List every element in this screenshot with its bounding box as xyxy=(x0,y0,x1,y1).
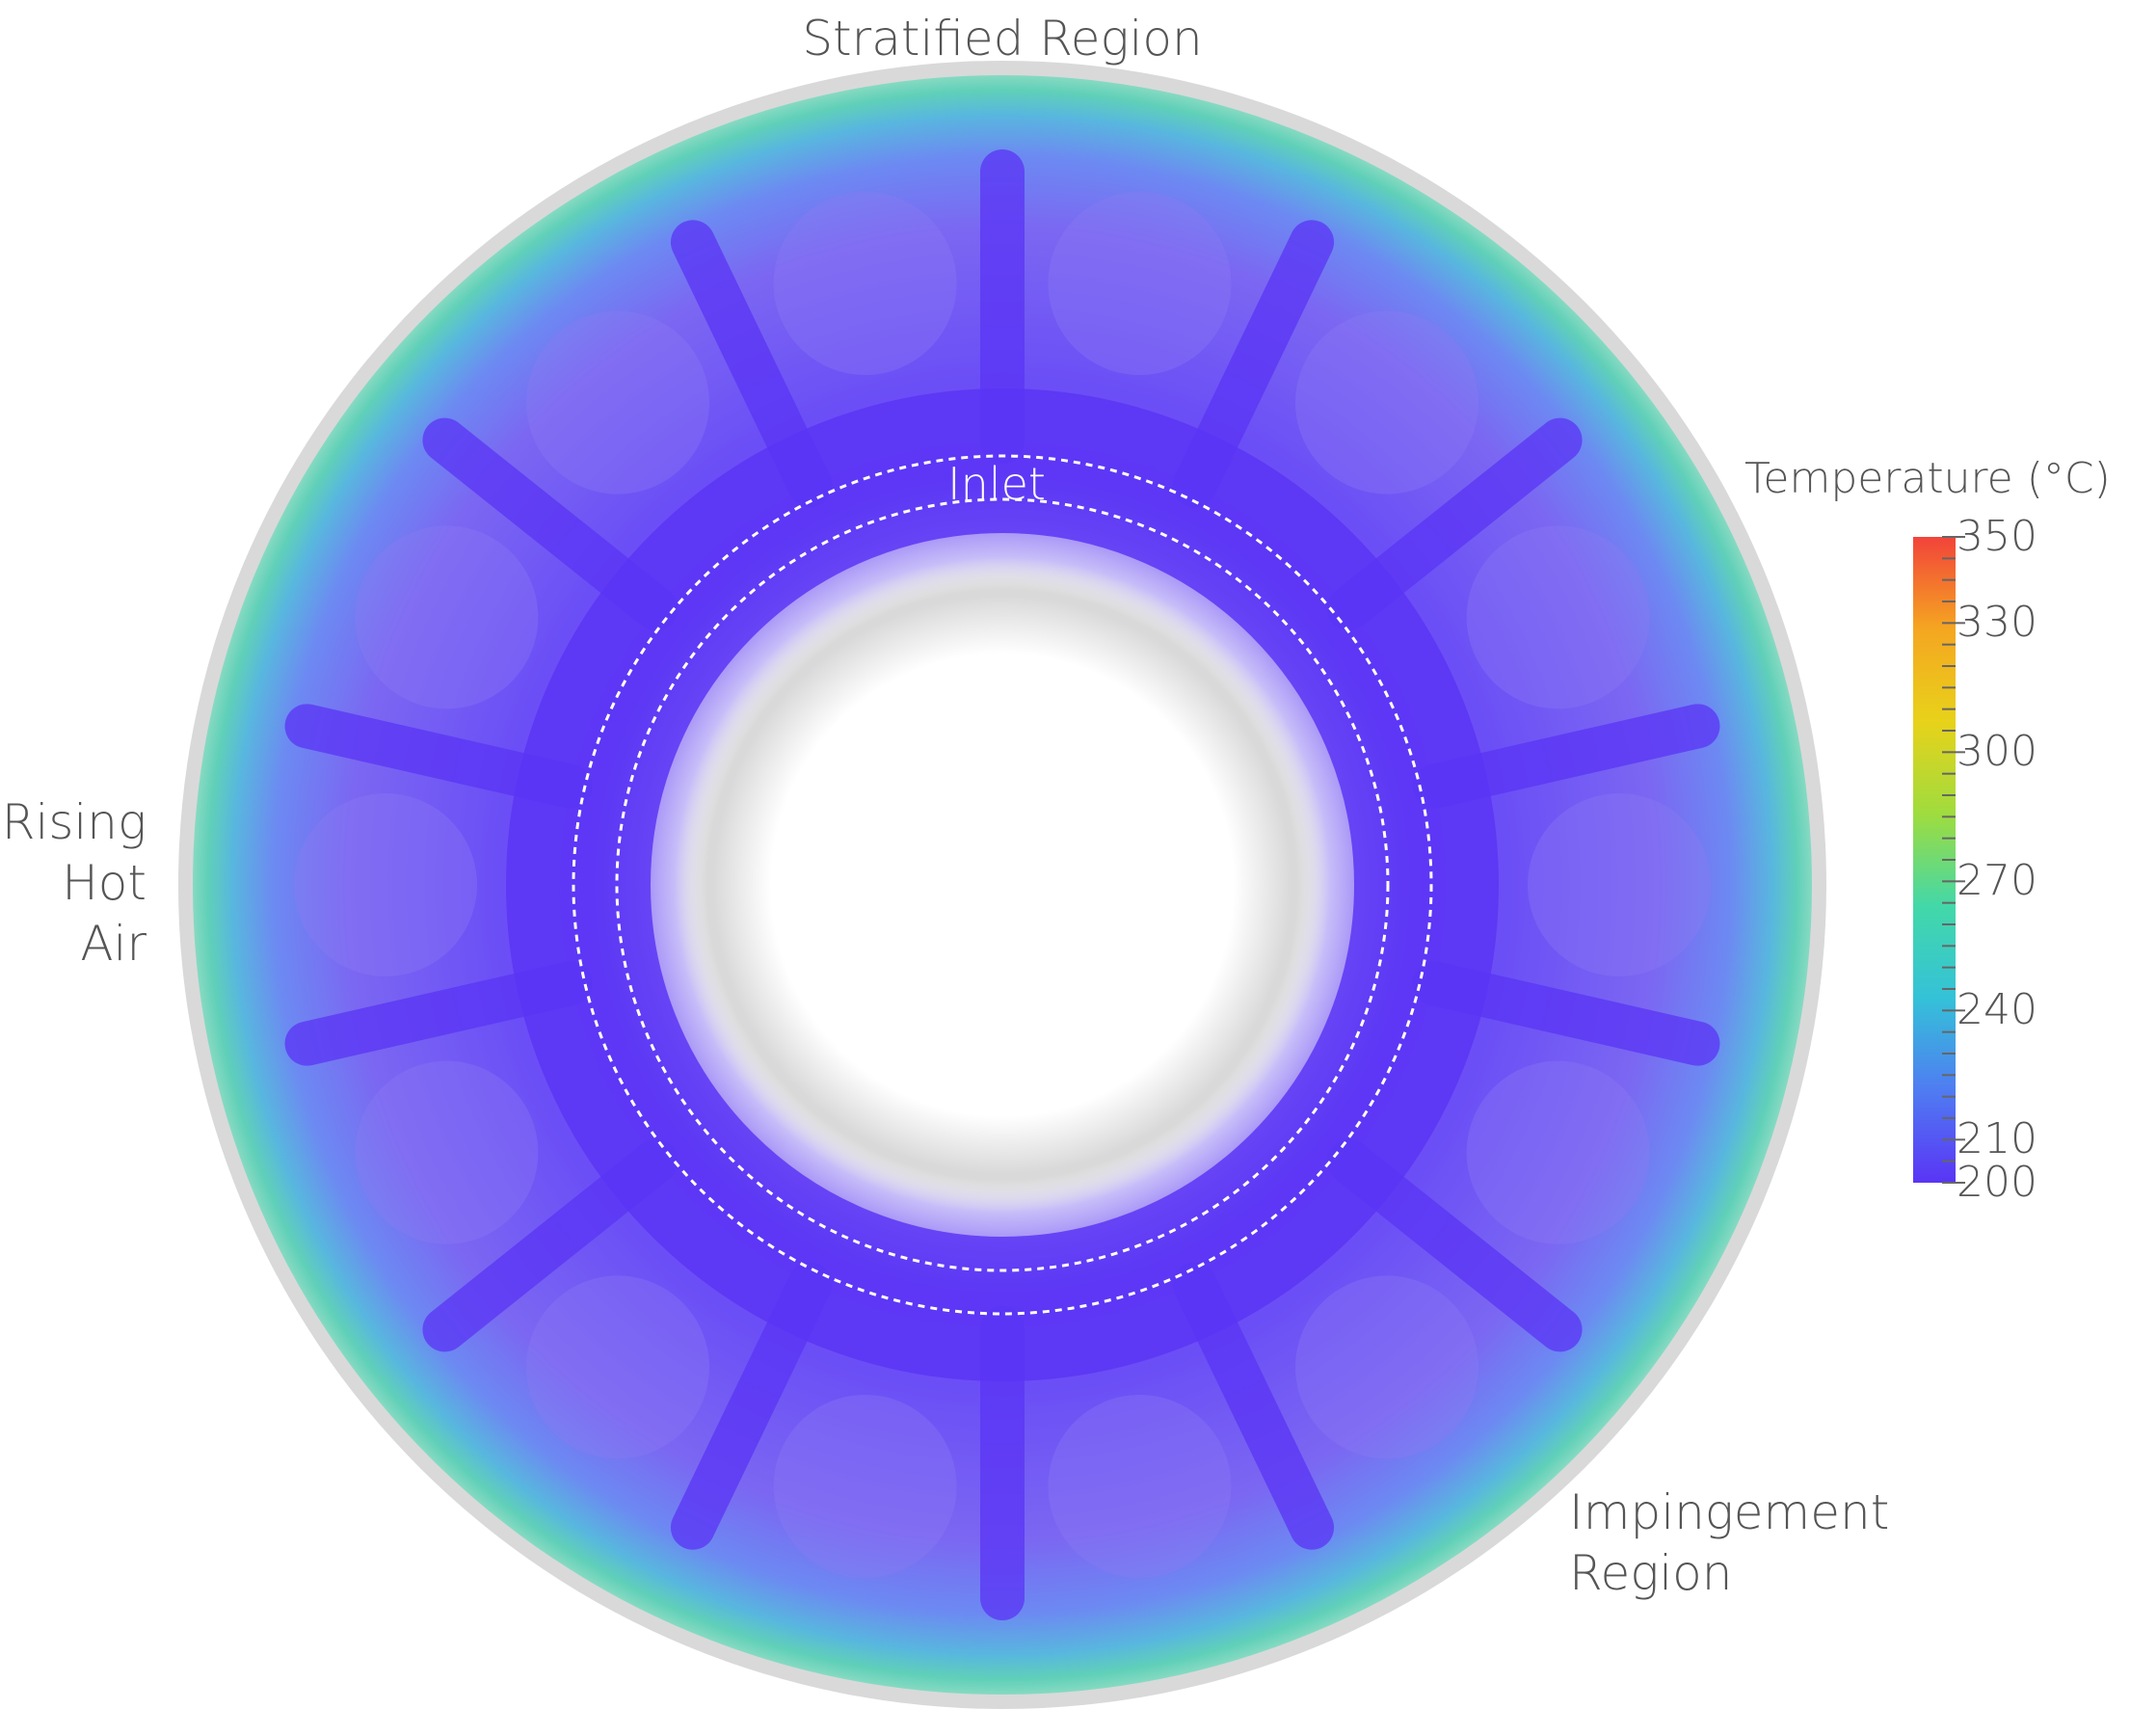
vortex-cell xyxy=(355,1060,539,1244)
inlet-boundary-inner xyxy=(615,497,1390,1272)
impingement-line-1: Impingement xyxy=(1569,1484,1890,1540)
vortex-cell xyxy=(1295,310,1479,494)
vortex-cell xyxy=(1466,1060,1650,1244)
colorbar-tick-label: 300 xyxy=(1957,727,2037,777)
inlet-annulus xyxy=(506,388,1499,1381)
stratified-region-label: Stratified Region xyxy=(802,11,1203,67)
vortex-cell xyxy=(773,192,957,376)
vortex-cell xyxy=(1048,192,1232,376)
impingement-region-label: Impingement Region xyxy=(1569,1482,1889,1604)
inlet-boundary-outer xyxy=(572,454,1433,1316)
colorbar-tick-label: 330 xyxy=(1957,598,2037,648)
colorbar-tick-label: 270 xyxy=(1957,856,2037,906)
rising-line-3: Air xyxy=(80,916,146,972)
vortex-cell xyxy=(1048,1394,1232,1578)
colorbar-tick-label: 240 xyxy=(1957,985,2037,1035)
rising-line-1: Rising xyxy=(1,794,146,850)
vortex-cell xyxy=(1295,1275,1479,1459)
vortex-cell xyxy=(1528,793,1711,976)
vortex-cell xyxy=(1466,525,1650,709)
flow-lobes xyxy=(284,149,1720,1620)
impingement-line-2: Region xyxy=(1569,1545,1733,1601)
colorbar-tick-label: 350 xyxy=(1957,512,2037,561)
vortex-cell xyxy=(355,525,539,709)
rising-hot-air-label: Rising Hot Air xyxy=(0,792,146,975)
inner-cavity xyxy=(713,596,1291,1174)
colorbar-title: Temperature (°C) xyxy=(1744,454,2111,503)
inlet-label: Inlet xyxy=(947,458,1046,510)
vortex-cell xyxy=(525,310,709,494)
vortex-cell xyxy=(294,793,477,976)
colorbar-ticks xyxy=(1942,536,1965,1184)
colorbar-tick-label: 210 xyxy=(1957,1114,2037,1164)
colorbar xyxy=(1913,536,1965,1184)
vortex-cell xyxy=(525,1275,709,1459)
vortex-cell xyxy=(773,1394,957,1578)
colorbar-tick-label: 200 xyxy=(1957,1158,2037,1207)
rising-line-2: Hot xyxy=(62,855,146,911)
